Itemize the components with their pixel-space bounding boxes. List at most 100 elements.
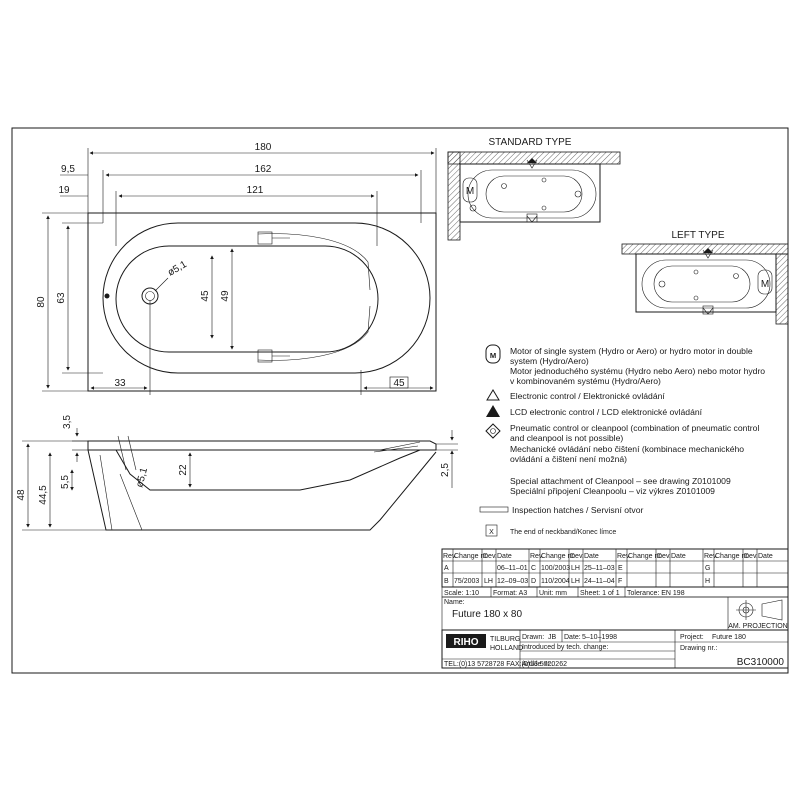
svg-text:Rev.: Rev. [617,553,631,560]
dim-44-5: 44,5 [38,485,49,505]
tub-side-profile [87,449,437,531]
legend-pneumatic-line-3: Mechanické ovládání nebo čištení (kombin… [510,444,744,454]
product-name: Future 180 x 80 [452,609,522,620]
legend-special-line-2: Speciální připojení Cleanpoolu – viz výk… [510,486,715,496]
legend-pneumatic-line-2: and cleanpool is not possible) [510,433,623,443]
standard-motor-letter: M [466,186,474,197]
svg-text:E: E [618,565,623,572]
svg-text:Date: Date [758,553,773,560]
dim-drain: ø5,1 [166,259,189,279]
riho-logo [446,634,486,648]
left-type-title: LEFT TYPE [672,230,725,241]
dim-49: 49 [220,290,231,302]
introduced-label: Introduced by tech. change: [522,644,608,651]
format: Format: A3 [493,590,527,597]
svg-text:Change nr.: Change nr. [454,553,488,560]
projection-label: AM. PROJECTION [728,623,788,630]
standard-type-view: STANDARD TYPE M [447,137,621,241]
dim-33: 33 [114,378,126,389]
svg-text:LH: LH [571,565,580,572]
dim-3-5: 3,5 [62,415,73,429]
svg-text:LH: LH [571,578,580,585]
tub-outline [87,212,437,392]
svg-text:RIHO: RIHO [454,637,479,648]
legend-pneumatic-line-4: ovládání a čištení není možná) [510,454,627,464]
electronic-control-icon [486,389,500,401]
svg-text:100/2003: 100/2003 [541,565,570,572]
svg-text:Dev.: Dev. [483,553,497,560]
svg-text:Date:: Date: [564,634,581,641]
dim-121: 121 [247,185,264,196]
legend: M Motor of single system (Hydro or Aero)… [479,344,765,537]
legend-motor-line-4: v kombinovaném systému (Hydro/Aero) [510,376,661,386]
sheet: Sheet: 1 of 1 [580,590,620,597]
unit: Unit: mm [539,590,567,597]
drawing-date: 5–10–1998 [582,634,617,641]
legend-pneumatic-line-1: Pneumatic control or cleanpool (combinat… [510,423,759,433]
legend-motor-line-2: system (Hydro/Aero) [510,356,589,366]
dim-45: 45 [200,290,211,302]
svg-text:Date: Date [584,553,599,560]
project-name: Future 180 [712,634,746,641]
svg-text:B: B [444,578,449,585]
svg-text:F: F [618,578,622,585]
drawing-number: BC310000 [737,657,785,668]
svg-text:A: A [444,565,449,572]
svg-text:75/2003: 75/2003 [454,578,479,585]
svg-text:Date: Date [497,553,512,560]
legend-electronic: Electronic control / Elektronické ovládá… [510,391,665,401]
svg-text:25–11–03: 25–11–03 [584,565,615,572]
scale: Scale: 1:10 [444,590,479,597]
legend-neckband: The end of neckband/Konec límce [510,529,616,536]
tub-rim [102,222,431,374]
svg-text:X: X [489,529,494,536]
svg-text:M: M [490,351,496,360]
name-label: Name: [444,599,465,606]
svg-text:G: G [705,565,710,572]
dim-2-5: 2,5 [440,463,451,477]
svg-text:Drawn:: Drawn: [522,634,544,641]
svg-text:Dev.: Dev. [744,553,758,560]
dim-80: 80 [36,296,47,308]
dim-162: 162 [255,164,272,175]
svg-text:Change nr.: Change nr. [715,553,749,560]
dim-45-box: 45 [393,378,405,389]
svg-text:24–11–04: 24–11–04 [584,578,615,585]
svg-text:Project:: Project: [680,634,704,641]
svg-text:D: D [531,578,536,585]
company-country: HOLLAND [490,645,523,652]
legend-motor-line-1: Motor of single system (Hydro or Aero) o… [510,346,753,356]
side-view: 3,5 48 44,5 5,5 22 2,5 ø5,1 [16,415,458,531]
left-type-view: LEFT TYPE M [621,230,789,325]
tolerance: Tolerance: EN 198 [627,590,685,597]
company-city: TILBURG [490,636,520,643]
svg-text:Dev.: Dev. [657,553,671,560]
legend-inspection: Inspection hatches / Servisní otvor [512,505,643,515]
dim-63: 63 [56,292,67,304]
svg-text:Date: Date [671,553,686,560]
left-motor-letter: M [761,279,769,290]
legend-motor-line-3: Motor jednoduchého systému (Hydro nebo A… [510,366,765,376]
neckband-end-icon [485,524,498,537]
svg-text:Change nr.: Change nr. [628,553,662,560]
top-view: 180 162 9,5 121 19 80 63 45 49 ø5,1 33 [36,142,437,395]
svg-text:C: C [531,565,536,572]
svg-text:Drawing nr.:: Drawing nr.: [680,645,717,652]
dim-5-5: 5,5 [60,475,71,489]
legend-special-line-1: Special attachment of Cleanpool – see dr… [510,476,731,486]
svg-text:Dev.: Dev. [570,553,584,560]
svg-text:Rev.: Rev. [443,553,457,560]
pneumatic-control-icon [485,423,501,439]
dim-22: 22 [178,464,189,476]
company-contact: TEL:(0)13 5728728 FAX:(0)13 5720262 [444,661,567,668]
svg-text:06–11–01: 06–11–01 [497,565,528,572]
svg-text:110/2004: 110/2004 [541,578,570,585]
svg-text:Rev.: Rev. [530,553,544,560]
dim-180: 180 [255,142,272,153]
dim-19: 19 [58,185,70,196]
tub-basin [115,245,379,353]
inspection-hatch-icon [479,506,509,513]
dim-48: 48 [16,489,27,501]
motor-symbol-icon [485,344,501,364]
